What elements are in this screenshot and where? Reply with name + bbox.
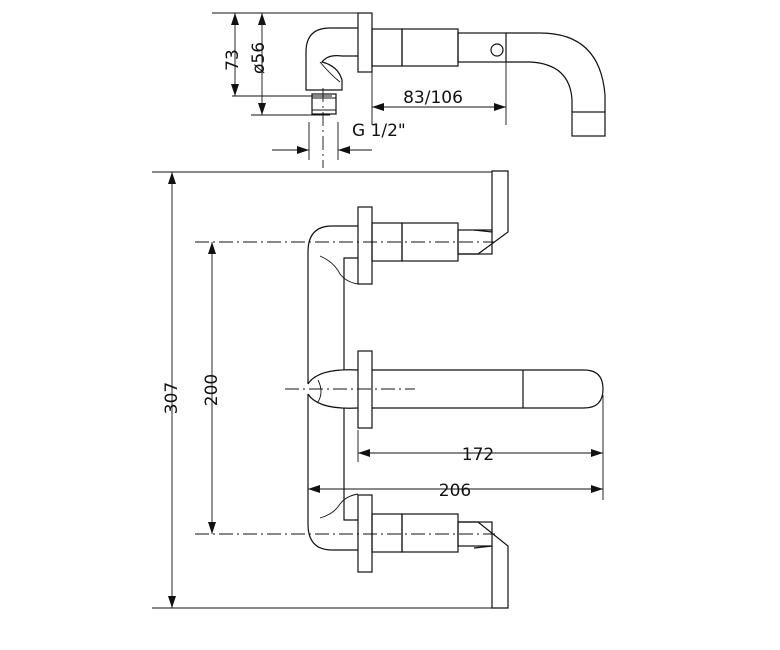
dim-thread-label: G 1/2" — [352, 121, 406, 141]
dim-83-106-label: 83/106 — [403, 88, 463, 108]
dim-73-label: 73 — [223, 49, 243, 71]
dim-206-label: 206 — [439, 481, 471, 501]
dim-200-label: 200 — [202, 374, 222, 406]
dim-diameter-56-label: ø56 — [249, 42, 269, 74]
dim-307-label: 307 — [162, 382, 182, 414]
side-view — [212, 12, 606, 168]
front-view — [152, 170, 604, 609]
dim-172-label: 172 — [462, 445, 494, 465]
